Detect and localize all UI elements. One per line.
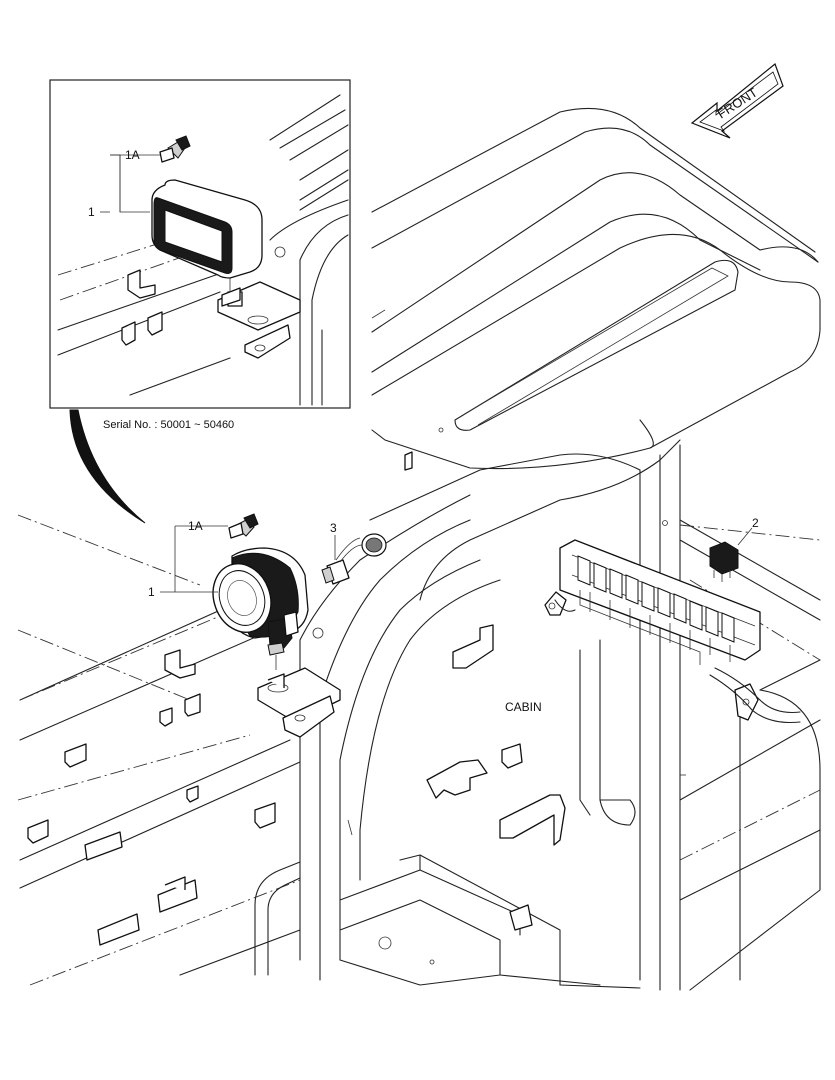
- serial-number-note: Serial No. : 50001 ~ 50460: [103, 419, 234, 431]
- front-direction-arrow: FRONT: [690, 63, 784, 139]
- bulb-1a: [228, 513, 259, 539]
- work-light-mount-bracket: [257, 667, 341, 738]
- label-3: 3: [330, 521, 337, 535]
- mounting-brackets: [27, 451, 566, 946]
- inset-connector-arc: [69, 409, 146, 524]
- cabin-label: CABIN: [505, 700, 542, 714]
- leader-line-2: [737, 527, 753, 546]
- relay-2: [709, 541, 739, 582]
- bulb-1a-inset: [159, 135, 191, 163]
- inset-label-1a: 1A: [125, 148, 140, 162]
- leader-lines: [160, 525, 228, 593]
- relay-fuse-box: [544, 539, 801, 724]
- label-2: 2: [752, 516, 759, 530]
- rectangular-work-light: [151, 179, 263, 307]
- label-1a: 1A: [188, 519, 203, 533]
- round-work-light: [212, 547, 309, 670]
- inset-detail: 1A 1: [49, 79, 351, 409]
- connector-3: [321, 533, 387, 585]
- label-1: 1: [148, 585, 155, 599]
- inset-label-1: 1: [88, 205, 95, 219]
